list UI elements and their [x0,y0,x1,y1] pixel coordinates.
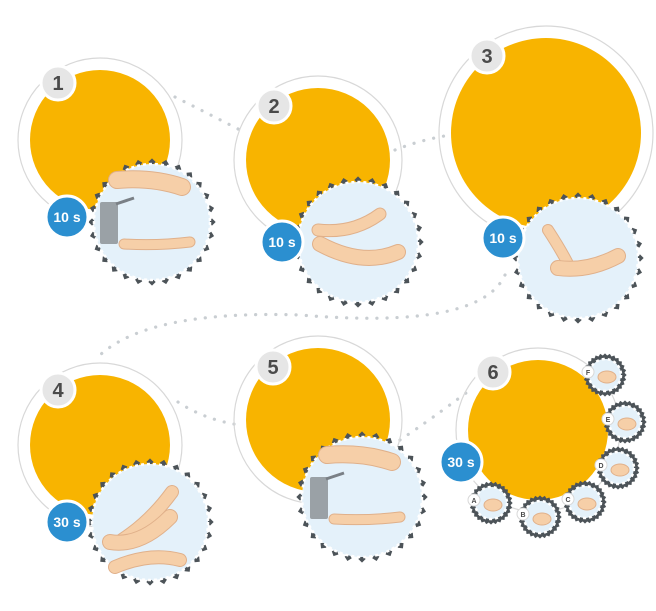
hands-icon [617,417,637,431]
step-sun-circle [451,38,641,228]
substep-badge [581,365,595,379]
substep-label: E [606,417,611,424]
hands-icon [532,512,552,526]
substep-badge [594,458,608,472]
lower-arm [109,551,186,573]
time-badge [44,499,90,545]
step-2: 2 10 s [233,75,424,308]
time-badge [438,439,484,485]
forearm [551,249,625,276]
step-number: 2 [268,96,279,118]
hands-icon [597,370,617,384]
substep-label: C [565,497,570,504]
substep-badge [601,412,615,426]
time-badge [259,219,305,265]
time-badge [480,215,526,261]
lower-arm [119,237,195,250]
upper-arm [312,208,386,237]
substep-badge [516,507,530,521]
dispenser-lever-icon [115,196,135,206]
step-illustration [86,458,214,586]
substep-label: B [520,512,525,519]
dispenser-icon [310,477,328,519]
dispenser-lever-icon [325,471,345,481]
time-label: 30 s [447,454,474,470]
substep-e: E [601,400,647,444]
step-number-badge [254,348,292,386]
lower-arm [329,512,405,525]
step-number: 5 [267,357,278,379]
step-number-badge [468,37,506,75]
hands-icon [577,497,597,511]
step-3: 3 10 s [438,25,654,324]
upper-arm [319,446,400,470]
step-number: 3 [481,46,492,68]
upper-arm [109,171,190,195]
substep-a: A [467,481,513,525]
time-label: 30 s [53,514,80,530]
substep-badge [561,492,575,506]
step-number-badge [39,64,77,102]
step-number: 4 [52,380,64,402]
step-4: 4 30 s [17,362,214,586]
substep-f: F [581,353,627,397]
substep-label: F [586,370,591,377]
step-number-badge [255,87,293,125]
substep-label: A [471,498,476,505]
step-illustration [292,176,424,308]
step-number: 1 [52,73,63,95]
bent-arm [103,510,177,550]
step-illustration [88,158,216,286]
substep-label: D [598,463,603,470]
hands-icon [483,498,503,512]
substep-c: C [561,480,607,524]
dispenser-icon [100,202,118,244]
substep-d: D [594,446,640,490]
step-5: 5 [233,335,428,563]
time-badge [44,194,90,240]
step-illustration [296,431,428,563]
step-number-badge [474,353,512,391]
lower-arm [313,237,405,265]
time-label: 10 s [268,234,295,250]
substep-badge [467,493,481,507]
step-sun-circle [468,360,608,500]
substep-b: B [516,495,562,539]
hands-icon [610,463,630,477]
step-illustration [512,192,644,324]
time-label: 10 s [53,209,80,225]
step-1: 1 10 s [17,57,216,286]
time-label: 10 s [489,230,516,246]
step-number-badge [39,371,77,409]
step-6: 6 30 s [438,347,621,513]
step-number: 6 [487,362,498,384]
